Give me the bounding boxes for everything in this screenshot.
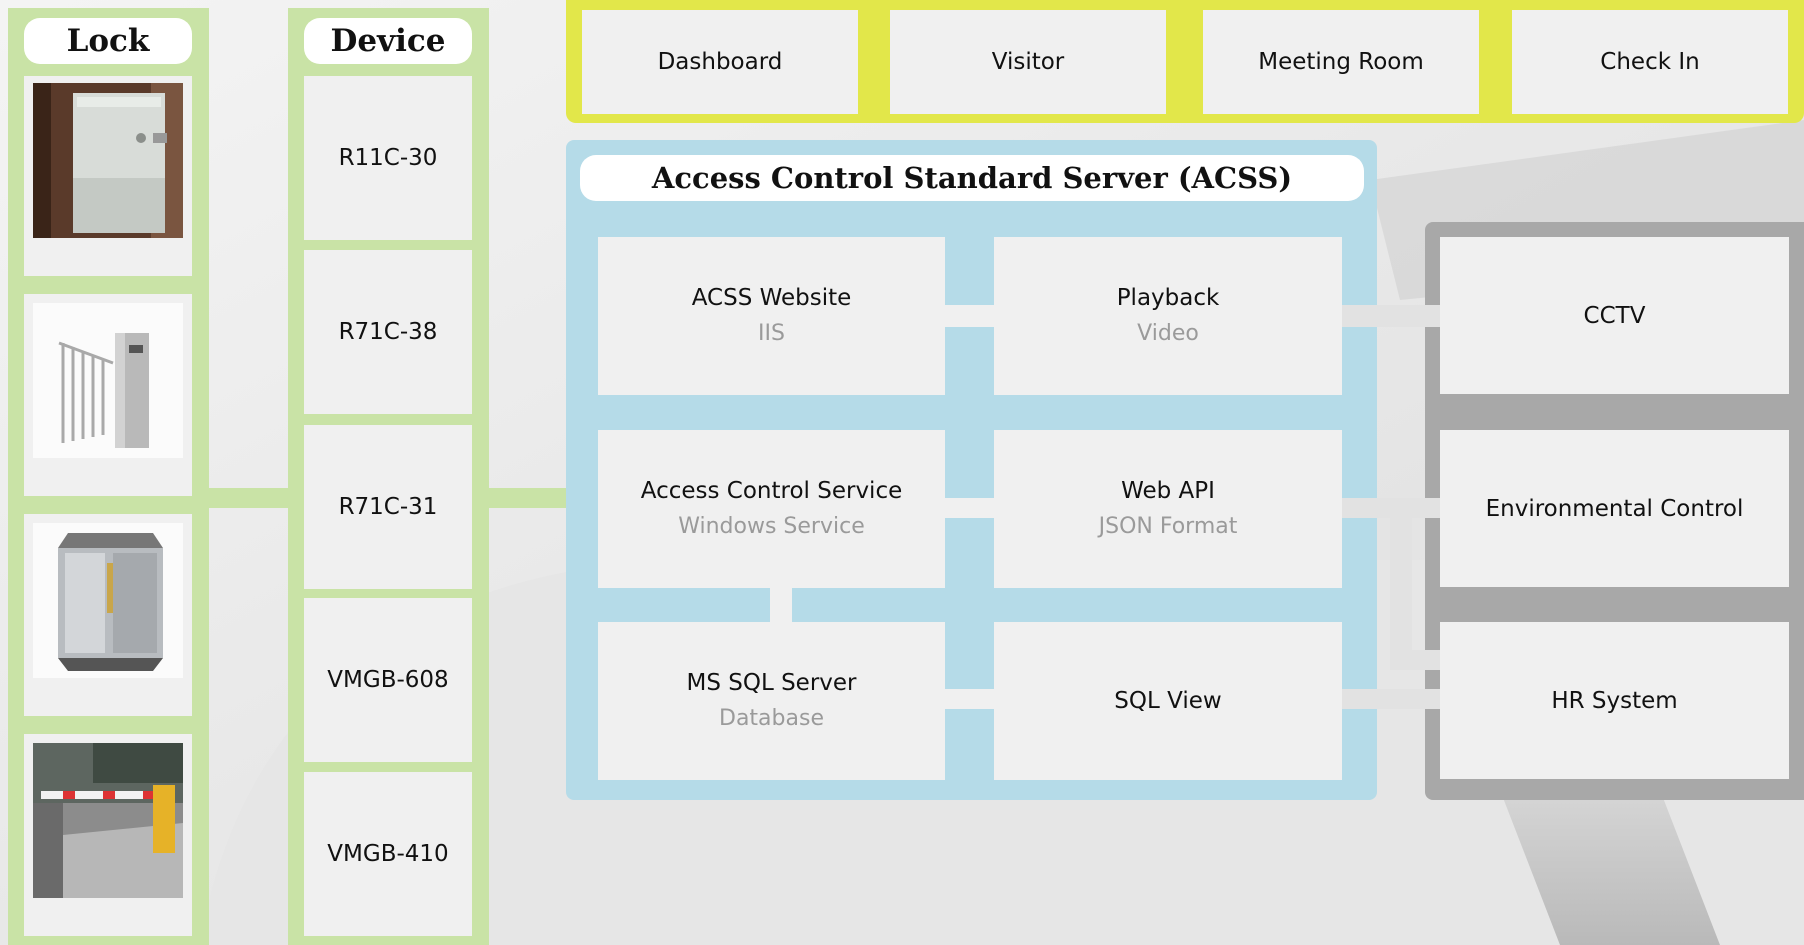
external-label: Environmental Control [1485, 495, 1744, 522]
external-environmental-control[interactable]: Environmental Control [1440, 430, 1789, 587]
nav-dashboard[interactable]: Dashboard [582, 10, 858, 114]
module-sub: Windows Service [678, 514, 865, 539]
connector-webapi-environmental [1342, 498, 1440, 518]
module-name: ACSS Website [691, 285, 852, 311]
external-hr-system[interactable]: HR System [1440, 622, 1789, 779]
connector-sqlview-hr [1342, 689, 1440, 709]
turnstile-photo [33, 303, 183, 458]
nav-label: Visitor [991, 49, 1065, 75]
device-item-r71c-31[interactable]: R71C-31 [304, 425, 472, 589]
acss-module-access-control-service[interactable]: Access Control Service Windows Service [598, 430, 945, 588]
acss-module-website[interactable]: ACSS Website IIS [598, 237, 945, 395]
module-name: Access Control Service [640, 478, 903, 504]
module-name: Playback [1116, 285, 1220, 311]
connector-webapi-hr-horizontal [1390, 650, 1440, 670]
lock-column-title: Lock [24, 18, 192, 64]
device-item-r71c-38[interactable]: R71C-38 [304, 250, 472, 414]
module-sub: JSON Format [1098, 514, 1238, 539]
nav-check-in[interactable]: Check In [1512, 10, 1788, 114]
acss-module-playback[interactable]: Playback Video [994, 237, 1342, 395]
device-item-vmgb-410[interactable]: VMGB-410 [304, 772, 472, 936]
device-label: R71C-38 [338, 319, 438, 345]
magnetic-lock-photo [33, 83, 183, 238]
connector-acs-webapi [945, 498, 994, 518]
external-cctv[interactable]: CCTV [1440, 237, 1789, 394]
parking-barrier-gate-photo [33, 743, 183, 898]
acss-module-sql-view[interactable]: SQL View [994, 622, 1342, 780]
device-item-vmgb-608[interactable]: VMGB-608 [304, 598, 472, 762]
module-name: MS SQL Server [686, 670, 857, 696]
device-label: VMGB-410 [327, 841, 449, 867]
device-acss-connector [489, 488, 569, 508]
nav-label: Dashboard [657, 49, 783, 75]
device-column-title: Device [304, 18, 472, 64]
connector-webapi-hr-vertical [1390, 518, 1412, 670]
external-label: CCTV [1583, 302, 1646, 329]
nav-meeting-room[interactable]: Meeting Room [1203, 10, 1479, 114]
connector-sql-sqlview [945, 689, 994, 709]
nav-label: Check In [1600, 49, 1700, 75]
device-label: R71C-31 [338, 494, 438, 520]
nav-visitor[interactable]: Visitor [890, 10, 1166, 114]
elevator-car-photo [33, 523, 183, 678]
lock-device-connector [209, 488, 288, 508]
external-label: HR System [1551, 687, 1678, 714]
module-sub: Video [1137, 321, 1199, 346]
module-sub: IIS [758, 321, 785, 346]
connector-website-playback [945, 305, 994, 327]
device-item-r11c-30[interactable]: R11C-30 [304, 76, 472, 240]
module-name: SQL View [1114, 688, 1222, 714]
acss-module-web-api[interactable]: Web API JSON Format [994, 430, 1342, 588]
acss-title: Access Control Standard Server (ACSS) [580, 155, 1364, 201]
module-name: Web API [1121, 478, 1215, 504]
module-sub: Database [719, 706, 824, 731]
nav-label: Meeting Room [1258, 49, 1424, 75]
connector-acs-sql [770, 588, 792, 622]
connector-playback-cctv [1342, 305, 1440, 327]
acss-module-ms-sql-server[interactable]: MS SQL Server Database [598, 622, 945, 780]
device-label: R11C-30 [338, 145, 438, 171]
device-label: VMGB-608 [327, 667, 449, 693]
